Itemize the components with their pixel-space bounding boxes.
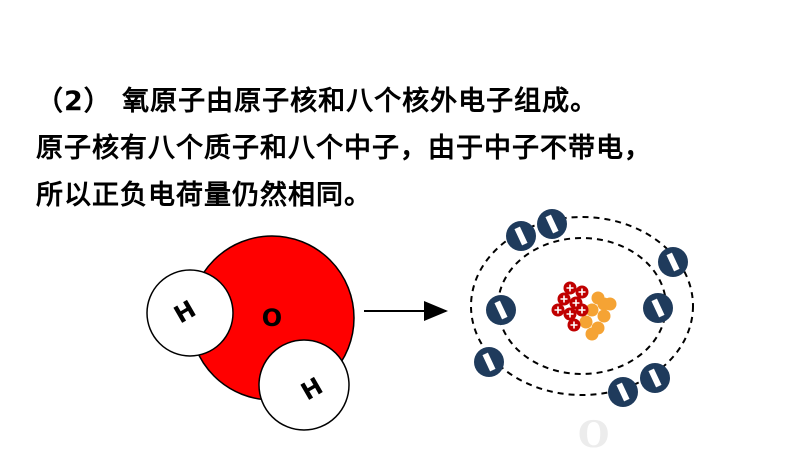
proton: [575, 285, 589, 299]
neutron: [585, 327, 599, 341]
proton: [567, 318, 581, 332]
watermark-text: O: [578, 414, 610, 456]
neutron: [597, 309, 611, 323]
electron: [643, 293, 673, 323]
electron: [658, 247, 688, 277]
neutron: [579, 315, 593, 329]
oxygen-label: O: [262, 304, 282, 332]
neutron: [585, 303, 599, 317]
atom-model: [470, 209, 694, 407]
proton: [557, 292, 571, 306]
explanation-text: （2） 氧原子由原子核和八个核外电子组成。 原子核有八个质子和八个中子，由于中子…: [36, 78, 652, 219]
hydrogen-atom-top: [146, 269, 234, 357]
electrons: [474, 209, 688, 407]
electron: [506, 221, 536, 251]
orbit-outer: [470, 216, 694, 396]
text-line-3: 所以正负电荷量仍然相同。: [36, 180, 372, 211]
electron: [608, 377, 638, 407]
proton: [563, 307, 577, 321]
electron: [474, 347, 504, 377]
electron: [486, 295, 516, 325]
text-line-2: 原子核有八个质子和八个中子，由于中子不带电，: [36, 133, 652, 164]
text-line-1: （2） 氧原子由原子核和八个核外电子组成。: [36, 86, 599, 117]
proton: [563, 281, 577, 295]
electron: [537, 209, 567, 239]
nucleus: [551, 281, 617, 341]
electron: [640, 363, 670, 393]
hydrogen-atom-bottom: [258, 339, 350, 431]
water-molecule: O H H: [146, 235, 355, 431]
neutron: [597, 297, 611, 311]
proton: [551, 303, 565, 317]
proton: [575, 303, 589, 317]
